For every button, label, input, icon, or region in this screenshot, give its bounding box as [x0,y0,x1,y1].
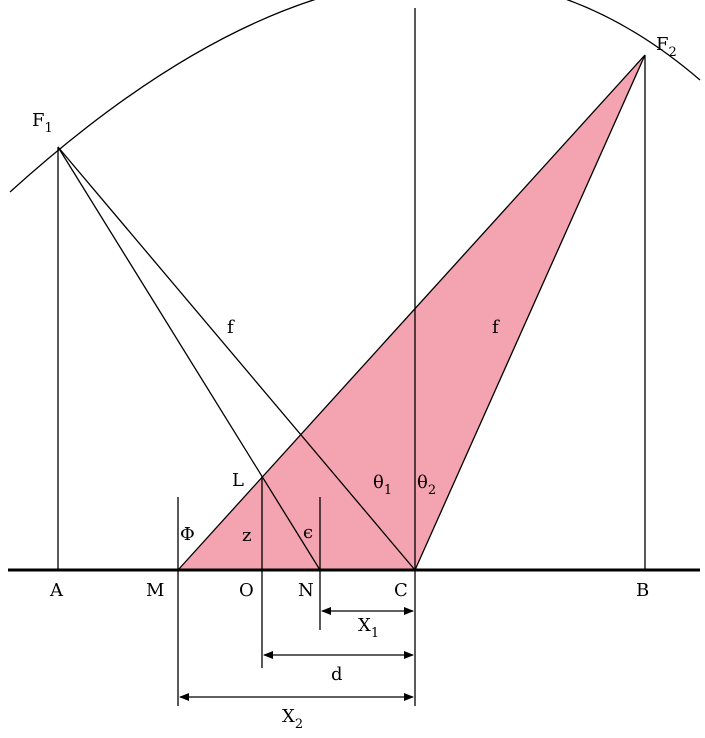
label-n: N [298,580,314,601]
ray-m-f2 [177,54,646,571]
label-f-left: f [227,317,235,338]
label-c: C [394,580,408,601]
ray-c-f2 [414,54,646,571]
label-d: d [331,664,343,685]
label-theta2: θ2 [417,472,436,498]
label-l: L [232,470,244,491]
label-x2: X2 [282,706,303,732]
label-x1: X1 [358,615,379,641]
ray-f1-c [57,146,416,571]
label-b: B [636,580,649,601]
label-a: A [49,580,64,601]
label-z: z [242,525,251,546]
label-m: M [146,580,164,601]
label-theta1: θ1 [373,472,392,498]
label-f-right: f [492,317,500,338]
label-o: O [239,580,254,601]
label-phi: Φ [180,524,195,545]
ray-f1-n [57,146,321,571]
label-f2: F2 [656,34,677,60]
arc [9,0,701,193]
label-epsilon: ϵ [303,522,313,543]
label-f1: F1 [32,110,53,136]
